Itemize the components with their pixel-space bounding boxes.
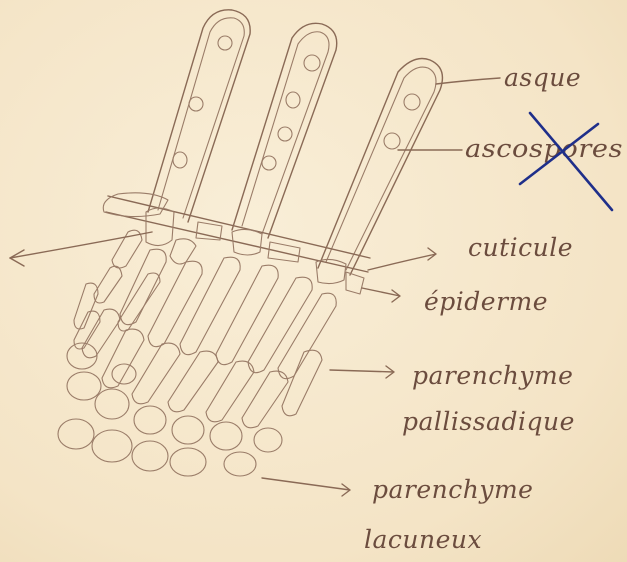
label-cuticule: cuticule <box>468 233 573 262</box>
ascus-right <box>318 59 442 276</box>
label-parenchyme-palissadique-1: parenchyme <box>412 361 573 390</box>
label-parenchyme-lacuneux-2: lacuneux <box>364 525 482 554</box>
ascospore <box>404 94 420 110</box>
label-ascospores: ascospores <box>465 134 623 163</box>
label-epiderme: épiderme <box>424 287 548 316</box>
leader-epiderme <box>362 288 400 302</box>
epidermis-layer <box>74 230 196 329</box>
leader-asque <box>436 78 500 84</box>
label-parenchyme-lacuneux-1: parenchyme <box>372 475 533 504</box>
leader-lacuneux <box>262 478 350 496</box>
ascus-middle <box>232 23 337 238</box>
ascospore <box>278 127 292 141</box>
leader-cuticule <box>368 248 436 270</box>
ascospore <box>304 55 320 71</box>
ascospore <box>262 156 276 170</box>
ascospore <box>189 97 203 111</box>
left-arrow <box>10 232 152 266</box>
label-parenchyme-palissadique-2: pallissadique <box>402 407 575 436</box>
ascospore <box>173 152 187 168</box>
ascospore <box>384 133 400 149</box>
ascospore <box>218 36 232 50</box>
cuticle-band <box>103 193 370 294</box>
label-asque: asque <box>504 63 581 92</box>
ascospore <box>286 92 300 108</box>
palisade-parenchyma <box>74 249 336 428</box>
leader-palissadique <box>330 366 394 378</box>
ascus-left <box>148 10 250 222</box>
